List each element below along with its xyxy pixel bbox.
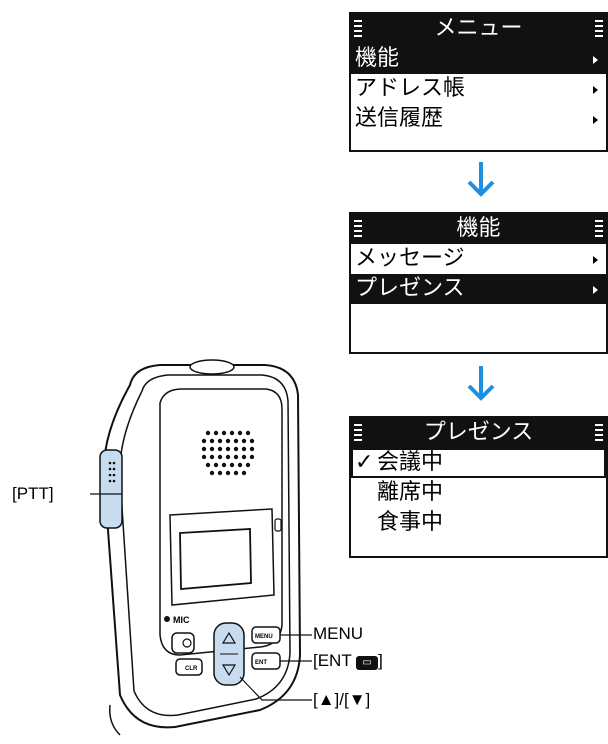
menu-item-send-history[interactable]: 送信履歴 [351,104,606,134]
speaker-grille [201,430,255,476]
updown-callout: [▲]/[▼] [313,690,371,709]
chevron-right-icon [593,56,598,64]
down-triangle-icon [221,664,237,677]
cassette-icon: ▭ [356,656,379,670]
svg-text:ENT: ENT [255,660,267,666]
checkmark-icon: ✓ [355,450,374,475]
functions-item-message[interactable]: メッセージ [351,244,606,274]
presence-screen: プレゼンス ✓会議中 離席中 食事中 [349,416,608,558]
chevron-right-icon [593,256,598,264]
down-arrow-icon [467,162,495,197]
svg-text:MENU: MENU [255,634,273,640]
chevron-right-icon [593,86,598,94]
menu-callout: MENU [313,624,364,643]
clr-key[interactable] [175,658,203,676]
down-arrow-icon [467,366,495,401]
ent-callout: [ENT ▭] [313,651,383,670]
presence-item-away[interactable]: 離席中 [377,480,444,505]
functions-item-presence[interactable]: プレゼンス [351,274,606,304]
mic-label: MIC [173,615,190,625]
menu-screen-title: メニュー [351,14,606,44]
chevron-right-icon [593,286,598,294]
presence-screen-title: プレゼンス [351,418,606,448]
chevron-right-icon [593,116,598,124]
functions-screen: 機能 メッセージ プレゼンス [349,212,608,354]
menu-item-functions[interactable]: 機能 [351,44,606,74]
ptt-key[interactable] [99,449,123,529]
functions-screen-title: 機能 [351,214,606,244]
presence-item-lunch[interactable]: 食事中 [377,510,444,535]
svg-text:CLR: CLR [185,666,198,672]
menu-item-address-book[interactable]: アドレス帳 [351,74,606,104]
presence-item-meeting[interactable]: ✓会議中 [351,448,606,478]
menu-screen: メニュー 機能 アドレス帳 送信履歴 [349,12,608,152]
device-display [179,528,252,590]
transceiver-device: MIC CLR MENU ENT [90,359,312,736]
ptt-callout: [PTT] [12,484,54,503]
up-triangle-icon [221,631,237,644]
